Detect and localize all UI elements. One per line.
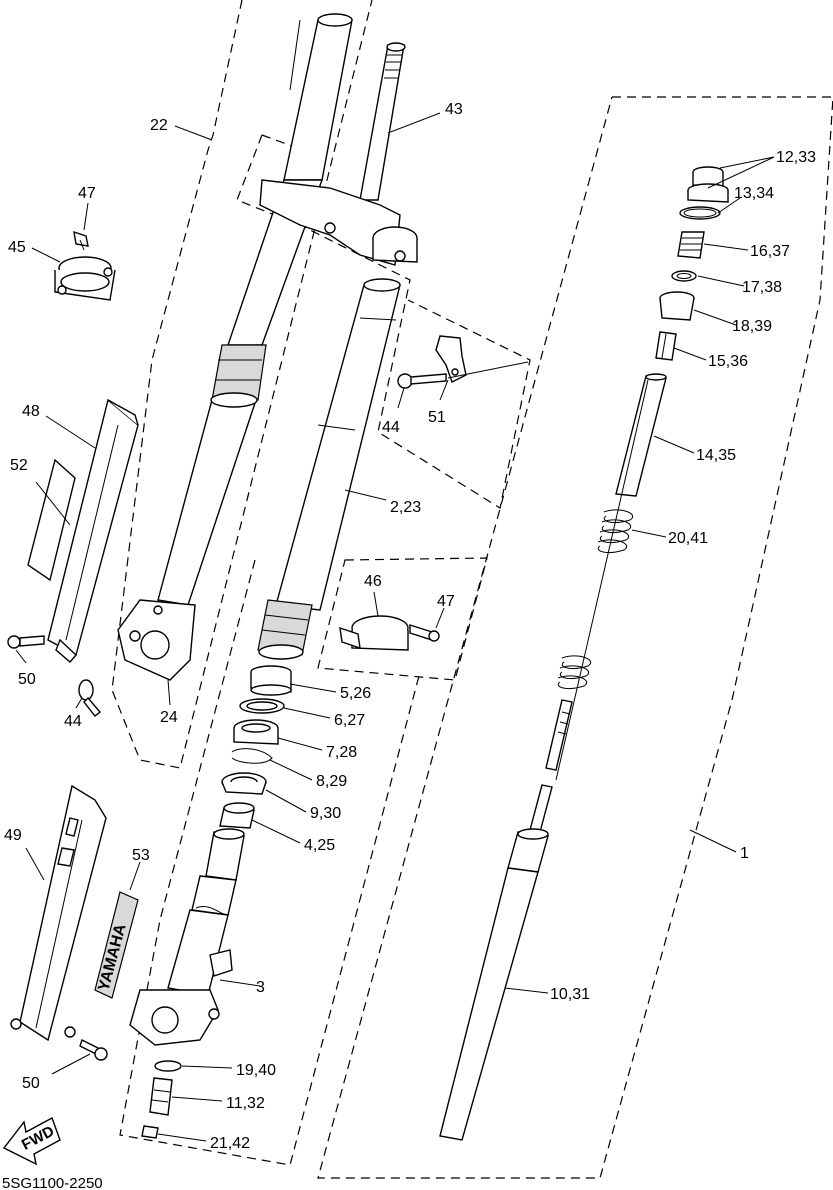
group-outline-22 [111, 0, 373, 769]
callout-47-upper: 47 [78, 185, 96, 202]
oil-seal-7-28 [233, 719, 279, 745]
callout-12-33: 12,33 [776, 149, 816, 166]
callout-6-27: 6,27 [334, 712, 365, 729]
callout-4-25: 4,25 [304, 837, 335, 854]
callout-20-41: 20,41 [668, 530, 708, 547]
callout-21-42: 21,42 [210, 1135, 250, 1152]
fork-guard-48 [47, 398, 139, 663]
callout-10-31: 10,31 [550, 986, 590, 1003]
fork-guard-49 [10, 784, 107, 1042]
clip-8-29 [231, 748, 273, 764]
callout-19-40: 19,40 [236, 1062, 276, 1079]
callout-11-32: 11,32 [226, 1095, 265, 1112]
bolt-44-right [397, 373, 447, 389]
gasket-19-40 [154, 1060, 182, 1072]
callout-18-39: 18,39 [732, 318, 772, 335]
yamaha-decal-text: YAMAHA [95, 922, 129, 993]
group-outline-1 [317, 96, 833, 1179]
callout-50-lower: 50 [22, 1075, 40, 1092]
callout-44-left: 44 [64, 713, 82, 730]
callout-7-28: 7,28 [326, 744, 357, 761]
callout-13-34: 13,34 [734, 185, 774, 202]
washer-17-38 [671, 270, 697, 282]
callout-46: 46 [364, 573, 382, 590]
dust-seal-9-30 [221, 772, 267, 795]
bolt-50-lower [79, 1039, 108, 1061]
bolt-11-32 [149, 1077, 173, 1116]
callout-53: 53 [132, 847, 150, 864]
bushing-5-26 [250, 665, 292, 696]
callout-43: 43 [445, 101, 463, 118]
bolt-44-left [78, 679, 102, 717]
decal-53 [94, 891, 139, 999]
callout-44-right: 44 [382, 419, 400, 436]
fork-guard-clamp-45 [54, 256, 116, 301]
bolt-21-42 [141, 1125, 159, 1139]
callout-1: 1 [740, 845, 749, 862]
axle-bracket-24 [117, 599, 196, 681]
callout-22: 22 [150, 117, 168, 134]
callout-52: 52 [10, 457, 28, 474]
protector-4-25 [219, 802, 255, 829]
bolt-50-upper [7, 635, 45, 649]
callout-8-29: 8,29 [316, 773, 347, 790]
spring-20-41 [557, 509, 633, 689]
callout-15-36: 15,36 [708, 353, 748, 370]
damper-rod-10-31 [439, 379, 649, 1141]
nut-15-36 [655, 331, 677, 361]
fwd-arrow-icon: FWD [2, 1116, 61, 1166]
o-ring-13-34 [679, 206, 721, 220]
callout-51: 51 [428, 409, 446, 426]
steering-stem-43 [259, 42, 418, 266]
spring-16-37 [677, 231, 705, 259]
outer-tube-3 [129, 828, 245, 1046]
bolt-47-lower [409, 624, 440, 642]
callout-48: 48 [22, 403, 40, 420]
fork-guard-clamp-46 [339, 615, 409, 651]
callout-3: 3 [256, 979, 265, 996]
leader-lines [15, 112, 775, 1142]
decal-52 [27, 458, 76, 582]
callout-47-lower: 47 [437, 593, 455, 610]
callout-45: 45 [8, 239, 26, 256]
cap-bolt-12-33 [687, 166, 729, 203]
callout-14-35: 14,35 [696, 447, 736, 464]
spacer-18-39 [659, 291, 695, 321]
callout-17-38: 17,38 [742, 279, 782, 296]
tube-14-35 [615, 373, 667, 497]
callout-24: 24 [160, 709, 178, 726]
washer-6-27 [239, 698, 285, 714]
callout-5-26: 5,26 [340, 685, 371, 702]
group-outline-lower-leg [119, 557, 488, 1166]
callout-16-37: 16,37 [750, 243, 790, 260]
callout-49: 49 [4, 827, 22, 844]
callout-2-23: 2,23 [390, 499, 421, 516]
callout-50-upper: 50 [18, 671, 36, 688]
plate-51 [435, 335, 467, 383]
callout-9-30: 9,30 [310, 805, 341, 822]
diagram-code: 5SG1100-2250 [2, 1175, 103, 1190]
bolt-47-upper [73, 230, 89, 251]
callout-labels: 22 43 47 45 48 52 50 44 24 2,23 46 47 44… [4, 101, 816, 1152]
inner-tube-2-23 [257, 278, 401, 660]
